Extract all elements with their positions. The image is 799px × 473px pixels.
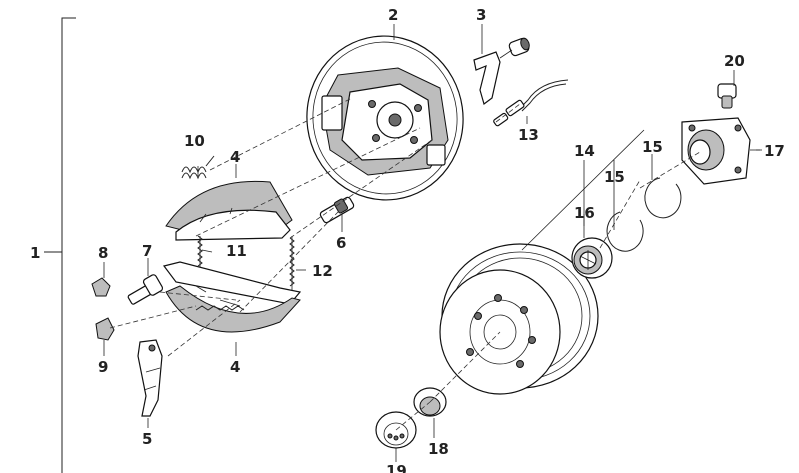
bolt — [127, 274, 164, 305]
callout-12: 12 — [312, 262, 333, 280]
callout-1: 1 — [30, 244, 40, 262]
callout-9: 9 — [98, 358, 108, 376]
callout-15-lower: 15 — [604, 168, 625, 186]
callout-15-upper: 15 — [642, 138, 663, 156]
parking-brake-lever — [473, 37, 530, 106]
callout-17: 17 — [764, 142, 785, 160]
assembly-bracket — [44, 17, 76, 473]
callout-5: 5 — [142, 430, 152, 448]
callout-16: 16 — [574, 204, 595, 222]
nut — [91, 277, 111, 297]
brake-shoe-lower — [162, 261, 302, 333]
callout-2: 2 — [388, 6, 398, 24]
wheel-hub — [681, 117, 751, 185]
return-spring-small — [181, 155, 215, 180]
lever-bracket — [137, 339, 163, 417]
backing-plate — [306, 35, 464, 201]
sleeve — [95, 317, 115, 341]
callout-4-upper: 4 — [230, 148, 240, 166]
circlip-b — [644, 177, 682, 219]
callout-4-lower: 4 — [230, 358, 240, 376]
assembly-lines — [109, 97, 701, 431]
brake-shoe-upper — [165, 180, 293, 241]
callout-18: 18 — [428, 440, 449, 458]
adjuster — [319, 196, 355, 224]
callout-7: 7 — [142, 242, 152, 260]
leader-lines — [103, 24, 760, 462]
shoe-springs — [197, 235, 295, 290]
circlip-a — [606, 211, 644, 252]
callout-8: 8 — [98, 244, 108, 262]
callout-11: 11 — [226, 242, 247, 260]
callout-ticks — [44, 149, 762, 253]
wheel-bearing — [571, 237, 613, 279]
callout-6: 6 — [336, 234, 346, 252]
wheel-stud — [717, 83, 737, 109]
callout-19: 19 — [386, 462, 407, 473]
callout-14: 14 — [574, 142, 595, 160]
callout-20: 20 — [724, 52, 745, 70]
callout-13: 13 — [518, 126, 539, 144]
callout-3: 3 — [476, 6, 486, 24]
callout-10: 10 — [184, 132, 205, 150]
brake-cable — [493, 79, 569, 127]
